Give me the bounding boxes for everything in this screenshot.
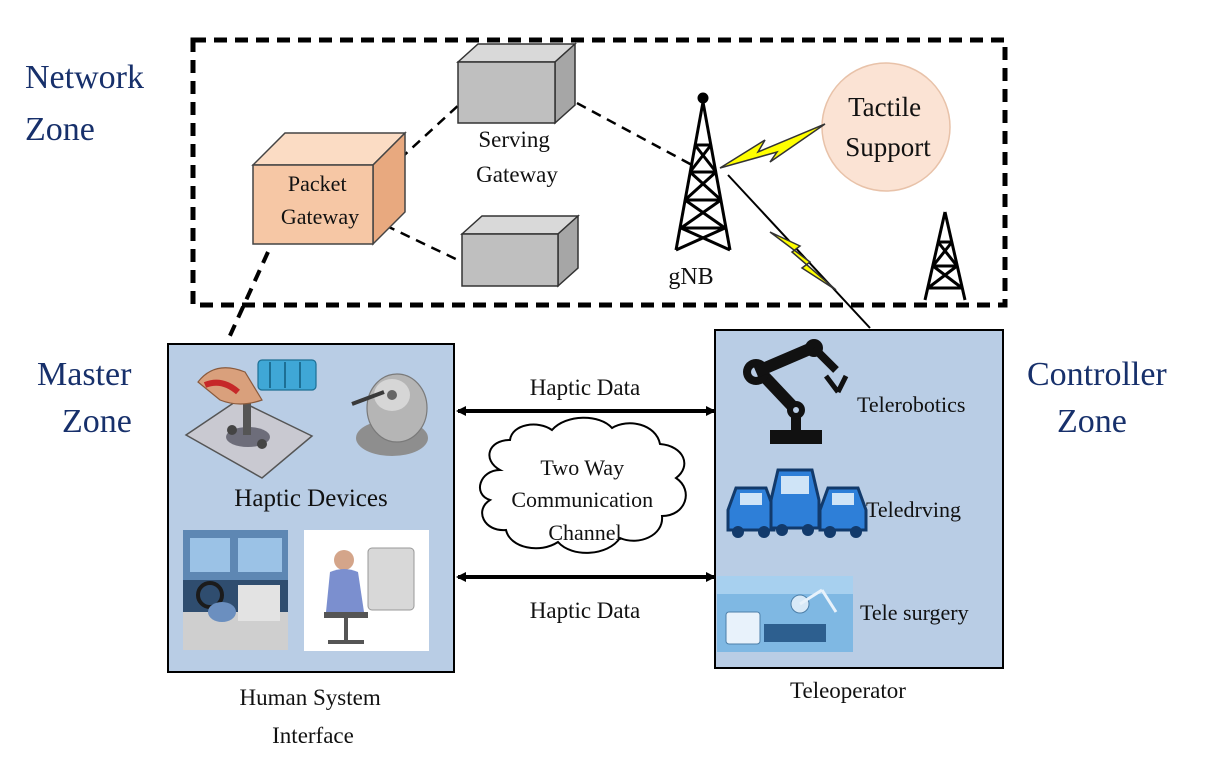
controller-zone-label: Controller Zone [1027, 356, 1175, 440]
lightning-bolt-tactile [719, 123, 826, 169]
cars-icon [726, 468, 868, 538]
telesurgery-image [717, 576, 853, 652]
master-zone-footer: Human System Interface [240, 685, 387, 748]
driving-simulator-photo [183, 530, 288, 650]
controller-zone-footer: Teleoperator [790, 678, 906, 703]
controller-link-line [727, 174, 871, 329]
server-box [460, 214, 580, 288]
tactile-support-label: Tactile Support [845, 92, 931, 162]
master-uplink [226, 251, 270, 341]
haptic-data-label-top: Haptic Data [530, 375, 640, 400]
haptic-joystick-icon [184, 359, 317, 479]
surgical-console-photo [304, 530, 429, 651]
packet-gateway-box [251, 131, 407, 246]
telesurgery-label: Tele surgery [860, 600, 969, 625]
haptic-stylus-device-icon [351, 373, 428, 456]
serving-gateway-box [456, 42, 577, 125]
network-zone-frame [190, 37, 1008, 308]
serving-gateway-label: Serving Gateway [476, 127, 558, 187]
packet-gateway-label: Packet Gateway [281, 171, 359, 229]
teledriving-label: Teledrving [866, 497, 961, 522]
communication-channel-label: Two Way Communication Channel [511, 455, 658, 545]
communication-cloud [479, 416, 687, 554]
haptic-devices-label: Haptic Devices [234, 485, 387, 512]
telerobotics-label: Telerobotics [857, 392, 965, 417]
master-zone-label: Master Zone [37, 356, 140, 440]
gnb-tower-icon [674, 92, 732, 252]
network-zone-label: Network Zone [25, 59, 152, 148]
tactile-support-circle [821, 62, 951, 192]
cell-tower-icon [923, 211, 967, 301]
robot-arm-icon [743, 339, 849, 444]
lightning-bolt-controller [769, 231, 837, 291]
gnb-label: gNB [668, 264, 713, 290]
haptic-data-label-bottom: Haptic Data [530, 598, 640, 623]
